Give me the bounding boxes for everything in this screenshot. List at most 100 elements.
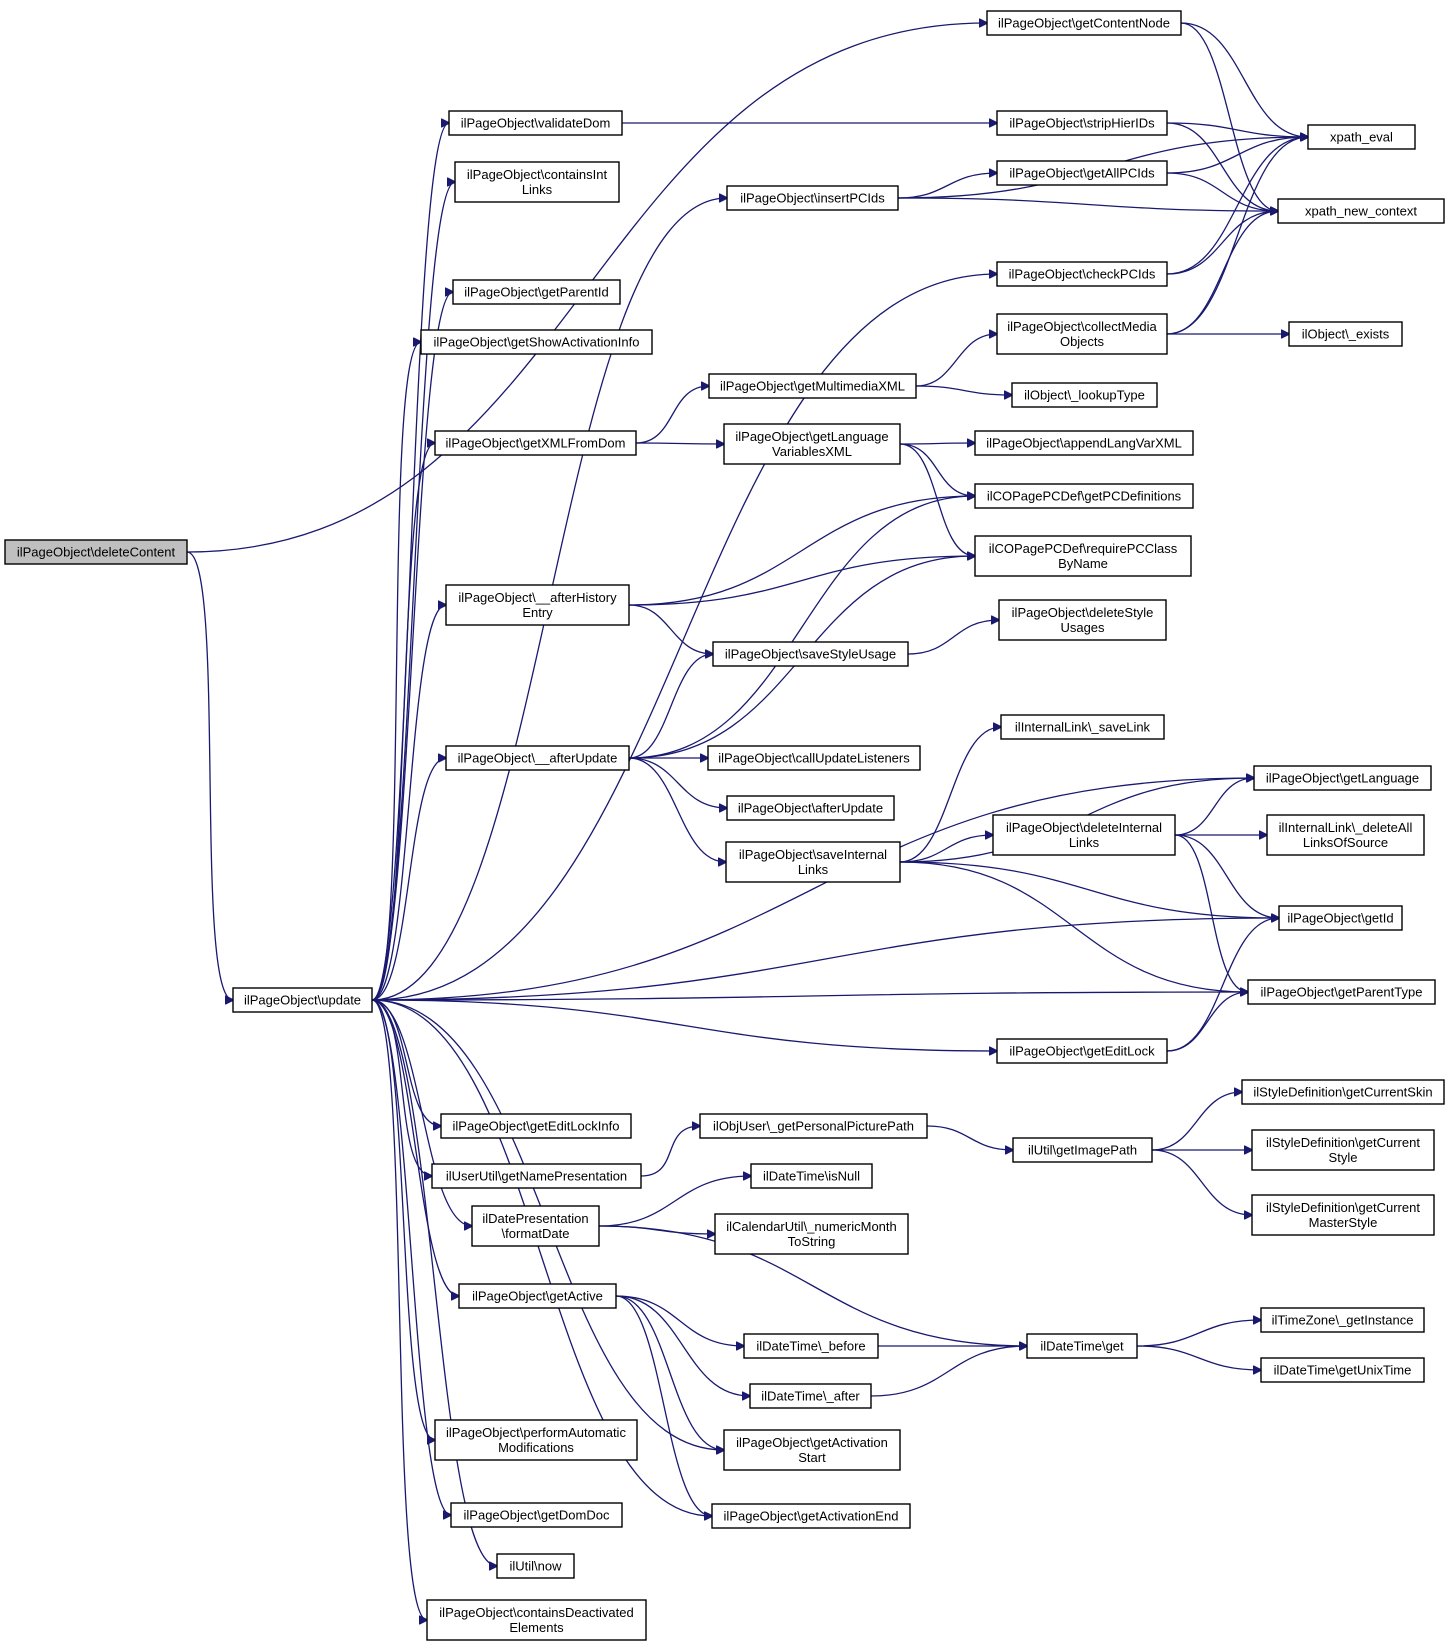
edge-strip-hier-ids-to-xpath-eval (1166, 122, 1308, 137)
node-before[interactable]: ilDateTime\_before (743, 1333, 879, 1359)
node-get-active[interactable]: ilPageObject\getActive (458, 1283, 617, 1309)
edge-update-to-il-util-now (371, 999, 497, 1566)
node-get-instance[interactable]: ilTimeZone\_getInstance (1260, 1307, 1425, 1333)
edge-save-internal-links-to-delete-internal-links (899, 835, 993, 863)
edge-get-all-pcids-to-xpath-eval (1166, 137, 1308, 174)
node-box (996, 1038, 1168, 1064)
node-label: ilPageObject\checkPCIds (1009, 267, 1156, 282)
node-check-pcids[interactable]: ilPageObject\checkPCIds (996, 261, 1168, 287)
node-label: ilUserUtil\getNamePresentation (446, 1169, 627, 1184)
node-get-image-path[interactable]: ilUtil\getImagePath (1012, 1137, 1153, 1163)
node-get-name-presentation[interactable]: ilUserUtil\getNamePresentation (431, 1163, 642, 1189)
node-get-xmlfrom-dom[interactable]: ilPageObject\getXMLFromDom (434, 430, 637, 456)
node-get-activation-end[interactable]: ilPageObject\getActivationEnd (711, 1503, 911, 1529)
node-label: ilPageObject\getDomDoc (464, 1508, 610, 1523)
node-box (1251, 1194, 1435, 1236)
edge-date-time-get-to-get-unix-time (1136, 1345, 1261, 1370)
node-box (1307, 124, 1416, 150)
node-get-language[interactable]: ilPageObject\getLanguage (1253, 765, 1432, 791)
node-label: ilDatePresentation (482, 1211, 588, 1226)
edge-format-date-to-is-null (598, 1176, 751, 1227)
node-label: ilUtil\now (509, 1559, 562, 1574)
node-label: ilStyleDefinition\getCurrent (1266, 1135, 1420, 1150)
node-get-parent-id[interactable]: ilPageObject\getParentId (452, 279, 621, 305)
node-label: ilPageObject\insertPCIds (740, 191, 885, 206)
node-get-unix-time[interactable]: ilDateTime\getUnixTime (1260, 1357, 1425, 1383)
node-box (1266, 814, 1425, 856)
node-get-content-node[interactable]: ilPageObject\getContentNode (986, 10, 1182, 36)
edge-update-to-get-dom-doc (371, 999, 451, 1515)
edge-update-to-get-language (371, 778, 1254, 1001)
node-label: ilObject\_exists (1302, 327, 1390, 342)
node-box (426, 1599, 647, 1641)
node-object-exists[interactable]: ilObject\_exists (1288, 321, 1403, 347)
node-xpath-new-context[interactable]: xpath_new_context (1277, 198, 1445, 224)
node-is-null[interactable]: ilDateTime\isNull (750, 1163, 873, 1189)
node-get-edit-lock-info[interactable]: ilPageObject\getEditLockInfo (440, 1113, 632, 1139)
node-call-update-listeners[interactable]: ilPageObject\callUpdateListeners (707, 745, 921, 771)
node-box (448, 110, 623, 136)
node-box (471, 1205, 600, 1247)
node-label: Start (798, 1450, 826, 1465)
node-box (496, 1553, 575, 1579)
node-box (996, 110, 1168, 136)
node-strip-hier-ids[interactable]: ilPageObject\stripHierIDs (996, 110, 1168, 136)
node-get-current-skin[interactable]: ilStyleDefinition\getCurrentSkin (1241, 1079, 1445, 1105)
edge-get-image-path-to-get-current-master-style (1151, 1149, 1252, 1215)
node-after-update-priv[interactable]: ilPageObject\__afterUpdate (445, 745, 630, 771)
node-after[interactable]: ilDateTime\_after (749, 1383, 872, 1409)
edge-update-to-check-pcids (371, 274, 997, 1001)
node-box (743, 1333, 879, 1359)
node-get-pcdefinitions[interactable]: ilCOPagePCDef\getPCDefinitions (974, 483, 1194, 509)
node-box (1011, 382, 1158, 408)
node-get-all-pcids[interactable]: ilPageObject\getAllPCIds (996, 160, 1168, 186)
node-label: ToString (788, 1234, 836, 1249)
node-date-time-get[interactable]: ilDateTime\get (1026, 1333, 1138, 1359)
node-label: ilPageObject\afterUpdate (738, 801, 883, 816)
node-get-id[interactable]: ilPageObject\getId (1278, 905, 1403, 931)
node-box (708, 373, 917, 399)
edge-get-language-variables-xml-to-append-lang-var-xml (899, 443, 975, 444)
node-il-util-now[interactable]: ilUtil\now (496, 1553, 575, 1579)
node-insert-pcids[interactable]: ilPageObject\insertPCIds (726, 185, 899, 211)
node-delete-content[interactable]: ilPageObject\deleteContent (4, 539, 188, 565)
node-lookup-type[interactable]: ilObject\_lookupType (1011, 382, 1158, 408)
node-format-date[interactable]: ilDatePresentation\formatDate (471, 1205, 600, 1247)
node-label: ilPageObject\containsInt (467, 167, 608, 182)
node-get-dom-doc[interactable]: ilPageObject\getDomDoc (450, 1502, 623, 1528)
node-label: Modifications (498, 1440, 574, 1455)
node-label: ilPageObject\getMultimediaXML (720, 379, 905, 394)
node-box (232, 987, 373, 1013)
node-update[interactable]: ilPageObject\update (232, 987, 373, 1013)
node-after-update[interactable]: ilPageObject\afterUpdate (726, 795, 895, 821)
node-perform-automatic-modifications[interactable]: ilPageObject\performAutomaticModificatio… (434, 1419, 638, 1461)
node-save-style-usage[interactable]: ilPageObject\saveStyleUsage (712, 641, 909, 667)
node-get-parent-type[interactable]: ilPageObject\getParentType (1247, 979, 1436, 1005)
node-save-link[interactable]: ilInternalLink\_saveLink (1000, 714, 1165, 740)
node-get-personal-picture-path[interactable]: ilObjUser\_getPersonalPicturePath (699, 1113, 928, 1139)
node-get-show-activation-info[interactable]: ilPageObject\getShowActivationInfo (420, 329, 653, 355)
node-label: MasterStyle (1309, 1215, 1378, 1230)
edge-get-multimedia-xml-to-lookup-type (915, 385, 1012, 395)
node-append-lang-var-xml[interactable]: ilPageObject\appendLangVarXML (974, 430, 1194, 456)
node-get-edit-lock[interactable]: ilPageObject\getEditLock (996, 1038, 1168, 1064)
node-label: ilPageObject\appendLangVarXML (986, 436, 1182, 451)
node-get-multimedia-xml[interactable]: ilPageObject\getMultimediaXML (708, 373, 917, 399)
node-box (440, 1113, 632, 1139)
node-xpath-eval[interactable]: xpath_eval (1307, 124, 1416, 150)
node-validate-dom[interactable]: ilPageObject\validateDom (448, 110, 623, 136)
